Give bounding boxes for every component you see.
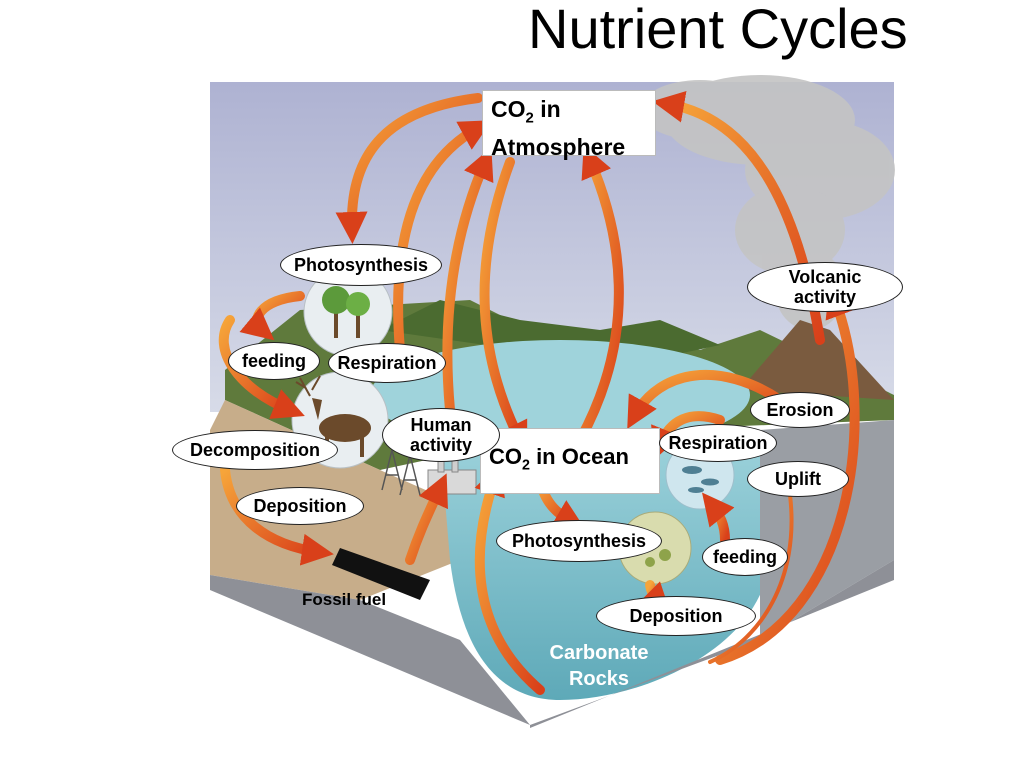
label-feeding-land: feeding: [228, 342, 320, 380]
label-photosynthesis-ocean: Photosynthesis: [496, 520, 662, 562]
co2-atmosphere-subscript: 2: [525, 109, 534, 127]
arrow-human-to-atmosphere: [442, 147, 494, 415]
label-respiration-land: Respiration: [328, 343, 446, 383]
co2-ocean-subscript: 2: [522, 457, 530, 474]
co2-atmosphere-prefix: CO: [491, 96, 526, 122]
arrow-rocks-to-volcano: [715, 285, 860, 665]
label-uplift: Uplift: [747, 461, 849, 497]
arrow-uplift-line: [708, 493, 794, 664]
arrow-decomposition-to-fossil: [220, 465, 334, 566]
arrow-feeding-to-fish: [702, 492, 735, 545]
arrow-atmosphere-to-photosynthesis: [335, 93, 483, 244]
label-respiration-ocean: Respiration: [659, 424, 777, 462]
co2-ocean-box: CO2 in Ocean: [480, 428, 660, 494]
arrow-erosion-to-ocean: [627, 369, 785, 429]
cycle-arrows: [218, 90, 860, 695]
arrow-respiration-to-atmosphere: [393, 120, 493, 355]
label-photosynthesis-land: Photosynthesis: [280, 244, 442, 286]
label-feeding-ocean: feeding: [702, 538, 788, 576]
co2-atmosphere-suffix: in: [533, 96, 561, 122]
arrow-ocean-to-atmosphere: [575, 145, 624, 445]
fossil-fuel-deposit: [332, 548, 430, 600]
page-title: Nutrient Cycles: [528, 0, 908, 60]
arrow-atmosphere-to-ocean: [479, 157, 528, 455]
arrow-photosynthesis-to-feeding: [239, 291, 305, 341]
label-deposition-land: Deposition: [236, 487, 364, 525]
fish-icon: [682, 466, 719, 493]
bottom-left-face: [210, 575, 530, 725]
co2-atmosphere-box: CO2 in Atmosphere: [482, 90, 656, 160]
arrow-fossil-to-human: [405, 473, 448, 565]
co2-ocean-suffix: in Ocean: [529, 444, 629, 469]
arrow-rocks-to-ocean: [474, 462, 545, 695]
tree-icon: [322, 286, 370, 338]
label-erosion: Erosion: [750, 392, 850, 428]
label-fossil-fuel: Fossil fuel: [302, 590, 387, 609]
co2-atmosphere-line2: Atmosphere: [491, 133, 626, 160]
co2-ocean-prefix: CO: [489, 444, 522, 469]
label-volcanic-activity: Volcanic activity: [747, 262, 903, 312]
label-decomposition: Decomposition: [172, 430, 338, 470]
label-deposition-ocean: Deposition: [596, 596, 756, 636]
label-carbonate-rocks: Carbonate Rocks: [549, 642, 649, 690]
label-human-activity: Human activity: [382, 408, 500, 462]
